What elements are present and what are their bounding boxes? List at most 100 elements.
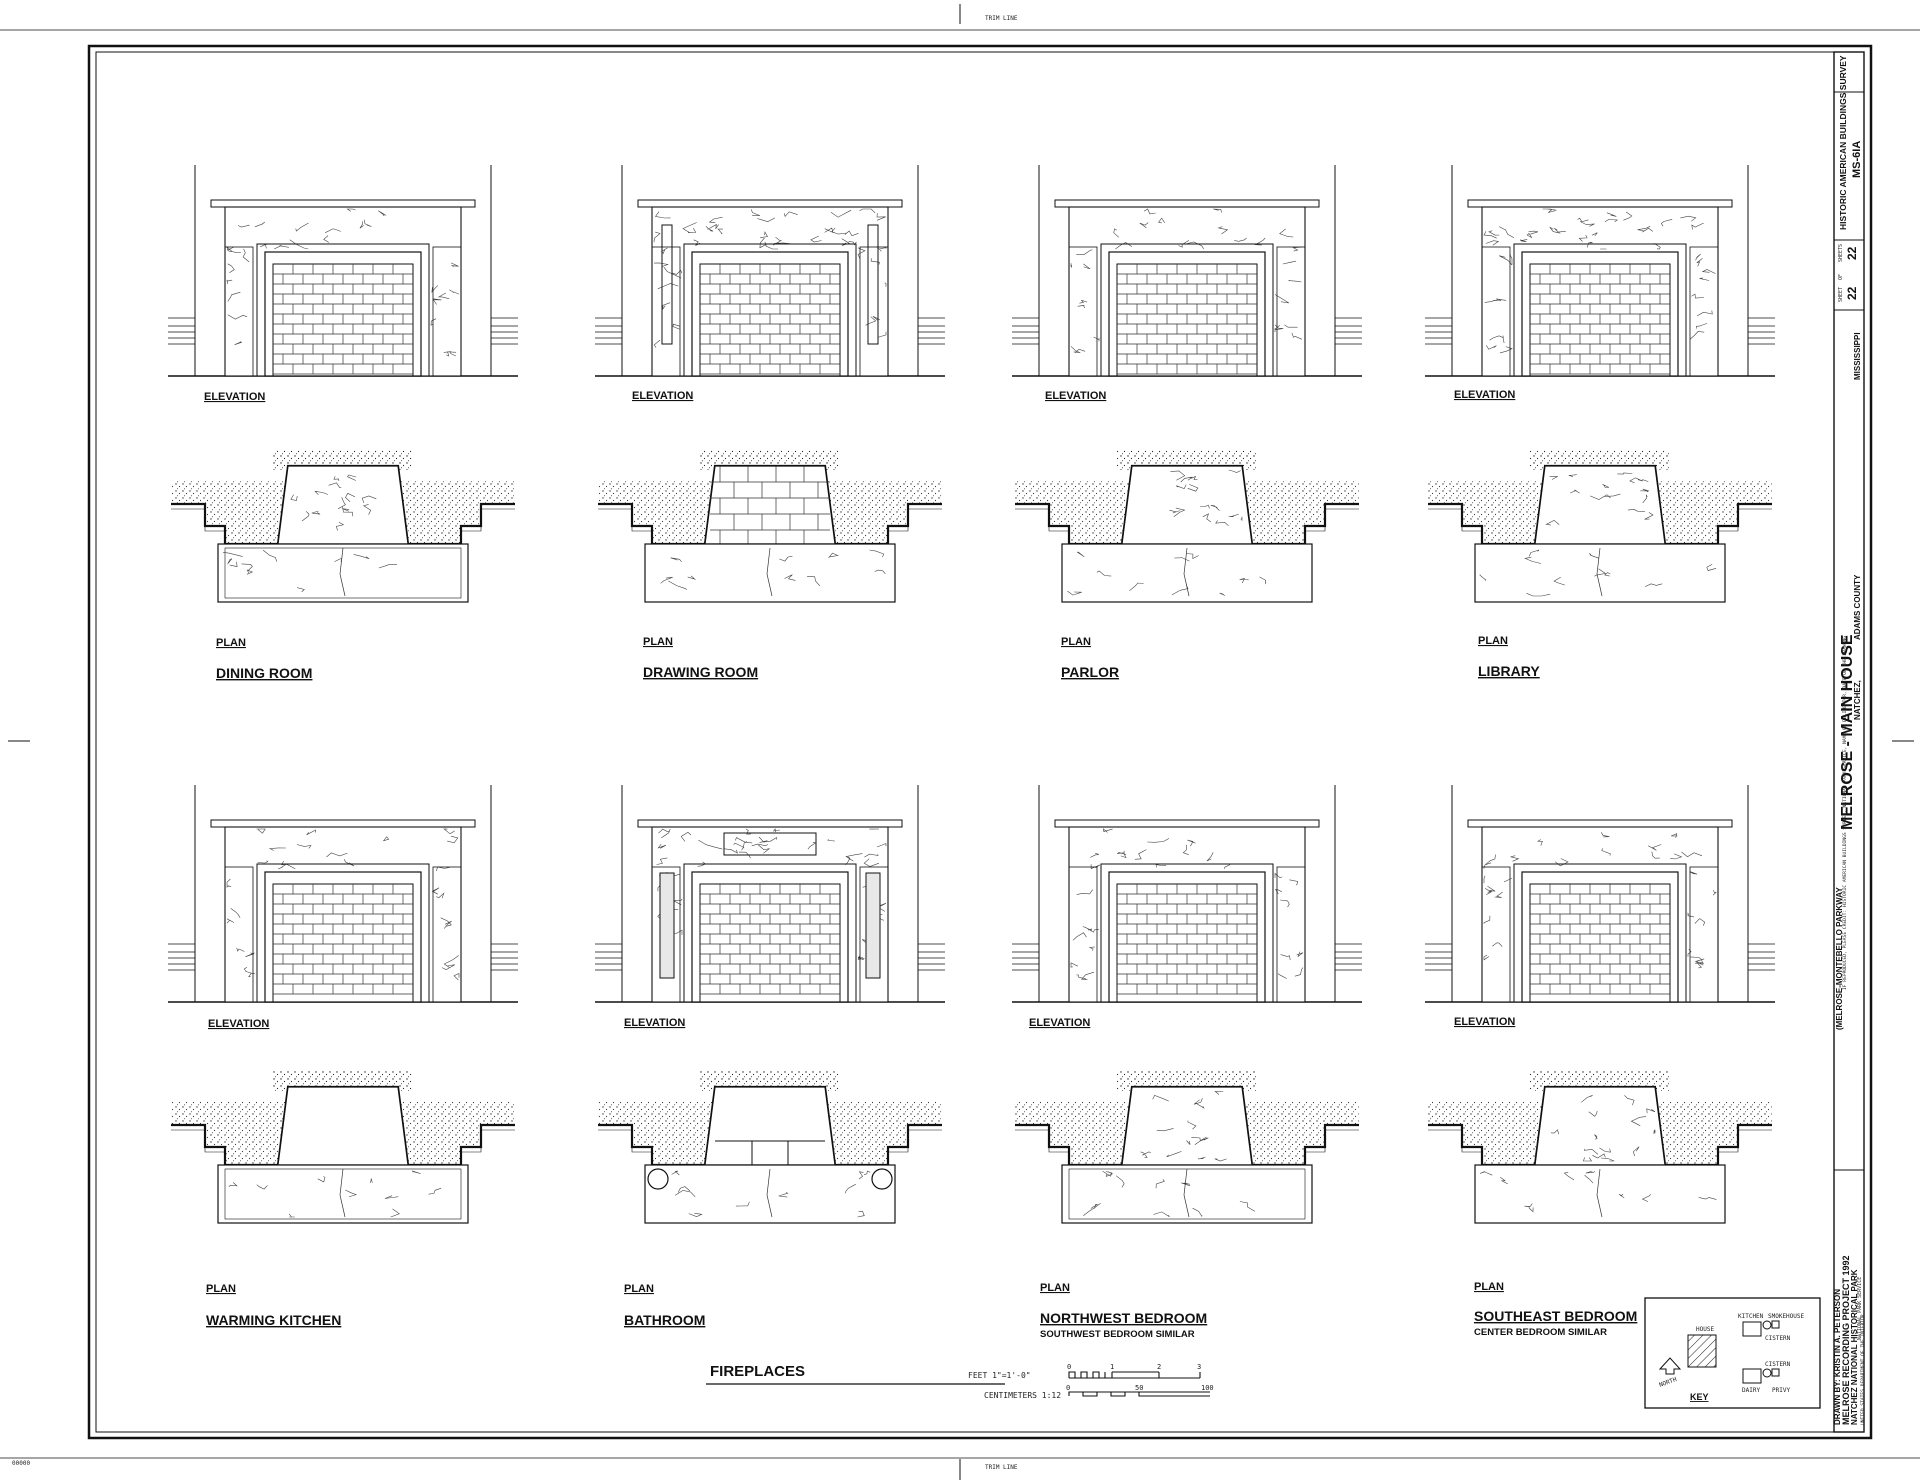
pilaster-right [1689, 866, 1719, 1003]
mantel-shelf [1467, 819, 1733, 828]
park-name: NATCHEZ NATIONAL HISTORICAL PARK [1850, 1269, 1859, 1425]
marble-veining [660, 549, 886, 591]
marble-veining [671, 1170, 871, 1218]
agency-name: NATIONAL PARK SERVICE [1857, 1277, 1863, 1340]
trim-line-top: TRIM LINE [985, 15, 1018, 22]
pilaster-left [1068, 246, 1098, 377]
elevation-drawing-room [595, 165, 945, 377]
key-smokehouse-label: SMOKEHOUSE [1768, 1313, 1805, 1320]
pilaster-right [1276, 246, 1306, 377]
elevation-parlor [1012, 165, 1362, 377]
hearth-slabs [715, 1140, 825, 1165]
wall-poche [1015, 466, 1359, 544]
scale-feet-tick-0: 0 [1067, 1363, 1071, 1371]
pilaster-left [224, 246, 254, 377]
plan-label-3: PLAN [1061, 636, 1091, 648]
pilaster-left [1481, 246, 1511, 377]
state: MISSISSIPPI [1853, 332, 1862, 380]
elevation-label-3: ELEVATION [1045, 390, 1106, 402]
marble-veining [1274, 246, 1303, 340]
key-house-label: HOUSE [1696, 1326, 1714, 1333]
elevation-library [1425, 165, 1775, 377]
mantel-shelf [637, 819, 903, 828]
marble-veining [290, 474, 377, 531]
plan-drawing-room [598, 450, 942, 603]
sheet-total: 22 [1845, 246, 1859, 260]
marble-veining [1169, 469, 1243, 527]
plan-label-1: PLAN [216, 637, 246, 649]
firebox-plan [277, 1086, 409, 1166]
elevation-label-6: ELEVATION [624, 1017, 685, 1029]
pilaster-right [1276, 866, 1306, 1003]
key-privy-label: PRIVY [1772, 1387, 1790, 1394]
hearth [644, 1164, 896, 1224]
sheet-id: 00000 [12, 1460, 30, 1467]
pilaster-left [1068, 866, 1098, 1003]
mantel-shelf [210, 199, 476, 208]
marble-veining [222, 549, 397, 593]
scale-feet-tick-3: 3 [1197, 1363, 1201, 1371]
marble-veining [1687, 871, 1717, 969]
key-cistern-label-2: CISTERN [1765, 1361, 1791, 1368]
of-label: OF [1838, 274, 1844, 280]
wall-poche [171, 466, 515, 544]
building-name: MELROSE - MAIN HOUSE [1839, 634, 1856, 830]
marble-veining [1067, 551, 1266, 597]
plan-label-8: PLAN [1474, 1281, 1504, 1293]
room-note-northwest-bedroom: SOUTHWEST BEDROOM SIMILAR [1040, 1329, 1195, 1340]
marble-veining [228, 1170, 442, 1218]
brick-courses [273, 264, 413, 375]
hearth [1061, 1164, 1313, 1224]
marble-veining [431, 866, 460, 981]
firebox-plan [1121, 1086, 1253, 1166]
brick-courses [1530, 884, 1670, 995]
hearth [1061, 543, 1313, 603]
room-name-bathroom: BATHROOM [624, 1312, 705, 1328]
elevation-warming-kitchen [168, 785, 518, 1003]
survey-name: HISTORIC AMERICAN BUILDINGS SURVEY [1838, 55, 1848, 230]
firebox [272, 263, 414, 377]
firebox [272, 883, 414, 1003]
brick-courses [700, 264, 840, 375]
scale-feet-tick-1: 1 [1110, 1363, 1114, 1371]
survey-number: MS-6IA [1851, 141, 1863, 178]
firebox-plan [1534, 465, 1666, 545]
plan-library [1428, 450, 1772, 603]
marble-veining [1479, 549, 1717, 597]
address: (MELROSE-MONTEBELLO PARKWAY [1835, 887, 1844, 1030]
department-name: UNITED STATES DEPARTMENT OF THE INTERIOR [1860, 1314, 1866, 1425]
pilaster-left [651, 866, 681, 1003]
mantel-shelf [1054, 819, 1320, 828]
key-kitchen-symbol [1742, 1321, 1762, 1337]
marble-veining [1070, 249, 1100, 353]
plan-northwest-bedroom [1015, 1071, 1359, 1224]
elevation-label-5: ELEVATION [208, 1018, 269, 1030]
drawn-by: DRAWN BY: KRISTIN A. PETERSON [1833, 1289, 1842, 1425]
marble-veining [1070, 889, 1100, 980]
room-name-southeast-bedroom: SOUTHEAST BEDROOM [1474, 1308, 1637, 1324]
plan-warming-kitchen [171, 1071, 515, 1224]
key-house-symbol [1687, 1334, 1717, 1368]
sheets-label: SHEETS [1838, 244, 1844, 262]
pilaster-left [1481, 866, 1511, 1003]
key-smokehouse-symbol [1771, 1320, 1780, 1329]
plan-southeast-bedroom [1428, 1071, 1772, 1224]
room-name-northwest-bedroom: NORTHWEST BEDROOM [1040, 1310, 1207, 1326]
hearth-crack [766, 547, 773, 597]
pilaster-right [1689, 246, 1719, 377]
marble-veining [1479, 1170, 1717, 1213]
hearth-crack [1596, 1168, 1603, 1218]
project-name: MELROSE RECORDING PROJECT 1992 [1841, 1255, 1851, 1425]
firebox [699, 883, 841, 1003]
plan-dining-room [171, 450, 515, 603]
mantel-shelf [210, 819, 476, 828]
key-north-label: NORTH [1658, 1376, 1678, 1389]
pilaster-left [224, 866, 254, 1003]
marble-veining [226, 246, 250, 345]
plan-label-4: PLAN [1478, 635, 1508, 647]
key-privy-symbol [1771, 1368, 1780, 1377]
wall-poche [1428, 1087, 1772, 1165]
plan-label-2: PLAN [643, 636, 673, 648]
title-block-text: HISTORIC AMERICAN BUILDINGS SURVEY MS-6I… [1833, 55, 1866, 1425]
